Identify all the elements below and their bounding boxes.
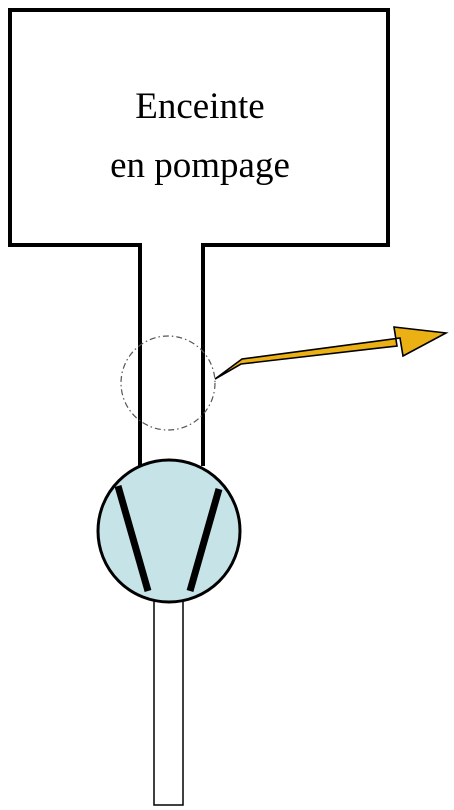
chamber-label-line2: en pompage bbox=[110, 145, 290, 186]
exhaust-pipe bbox=[153, 599, 184, 806]
pump-body bbox=[96, 458, 242, 604]
vacuum-chamber bbox=[8, 8, 390, 247]
chamber-label-line1: Enceinte bbox=[135, 86, 264, 127]
pump-blade-left bbox=[114, 485, 152, 592]
pump-icon bbox=[96, 458, 242, 604]
arrow-icon bbox=[214, 326, 449, 380]
zoom-circle bbox=[120, 335, 216, 431]
pump-blade-right bbox=[186, 488, 223, 592]
